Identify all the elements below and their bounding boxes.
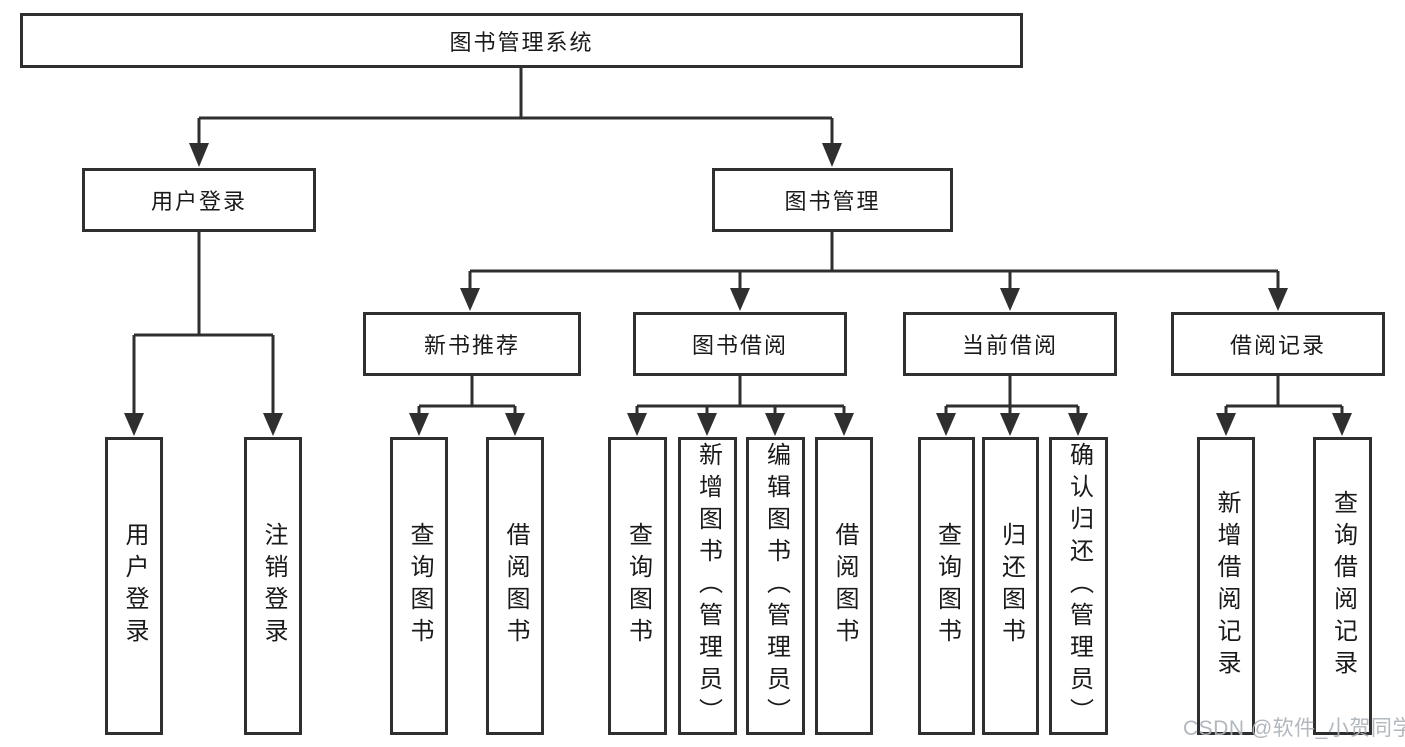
leaf-current-return-books: 归还图书 [982,437,1039,735]
leaf-label: 确认归还（管理员） [1065,442,1093,730]
leaf-label: 查询借阅记录 [1329,490,1357,682]
leaf-label: 查询图书 [624,522,652,650]
leaf-records-query-record: 查询借阅记录 [1313,437,1372,735]
leaf-user-login: 用户登录 [105,437,163,735]
node-user-login: 用户登录 [82,168,316,232]
leaf-label: 新增图书（管理员） [694,442,722,730]
leaf-label: 借阅图书 [831,522,858,650]
leaf-label: 查询图书 [406,522,433,650]
watermark-text: CSDN @软件_小贺同学 [1183,717,1405,740]
node-new-book-recommend: 新书推荐 [363,312,581,376]
node-current-borrowing: 当前借阅 [903,312,1117,376]
node-book-management: 图书管理 [712,168,953,232]
leaf-records-add-record: 新增借阅记录 [1197,437,1255,735]
node-borrowing-records: 借阅记录 [1171,312,1385,376]
leaf-newbook-borrow-books: 借阅图书 [486,437,544,735]
node-book-borrowing: 图书借阅 [633,312,847,376]
leaf-current-confirm-return-admin: 确认归还（管理员） [1049,437,1108,735]
leaf-label: 用户登录 [121,522,148,650]
leaf-label: 新增借阅记录 [1213,490,1240,682]
arrowhead-icons [124,143,1352,436]
leaf-borrowing-query-books: 查询图书 [608,437,667,735]
leaf-logout: 注销登录 [244,437,302,735]
leaf-label: 借阅图书 [502,522,529,650]
node-root: 图书管理系统 [20,13,1023,68]
leaf-newbook-query-books: 查询图书 [390,437,448,735]
leaf-borrowing-add-book-admin: 新增图书（管理员） [678,437,737,735]
leaf-label: 归还图书 [997,522,1025,650]
leaf-current-query-books: 查询图书 [918,437,975,735]
leaf-label: 注销登录 [260,522,287,650]
leaf-borrowing-borrow-books: 借阅图书 [815,437,873,735]
leaf-label: 编辑图书（管理员） [762,442,790,730]
leaf-borrowing-edit-book-admin: 编辑图书（管理员） [746,437,805,735]
leaf-label: 查询图书 [933,522,961,650]
